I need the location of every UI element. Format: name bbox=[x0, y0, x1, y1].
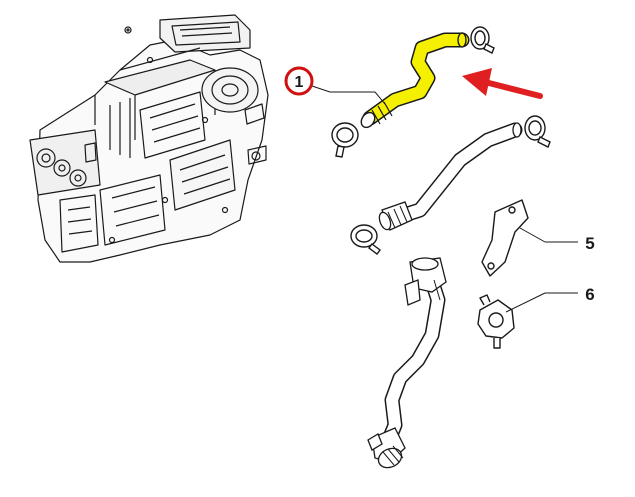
hose-clamp-top bbox=[470, 26, 495, 54]
hose-clamp-middle-left bbox=[350, 224, 381, 255]
clip-part-6 bbox=[477, 294, 515, 349]
hose-clamp-middle-right bbox=[524, 115, 551, 148]
callout-5: 5 bbox=[519, 227, 595, 253]
hose-part-1 bbox=[360, 32, 470, 129]
hose-middle bbox=[378, 122, 523, 231]
callout-1-label: 1 bbox=[295, 74, 304, 91]
callout-6: 6 bbox=[505, 285, 595, 313]
callout-1: 1 bbox=[284, 66, 386, 105]
callout-6-label: 6 bbox=[585, 285, 594, 304]
callout-5-label: 5 bbox=[585, 234, 594, 253]
hose-lower bbox=[367, 257, 447, 469]
highlight-arrow bbox=[462, 68, 543, 99]
hvac-unit-illustration bbox=[29, 14, 269, 263]
hose-clamp-bottom bbox=[331, 122, 359, 158]
bracket-part-5 bbox=[481, 199, 529, 277]
